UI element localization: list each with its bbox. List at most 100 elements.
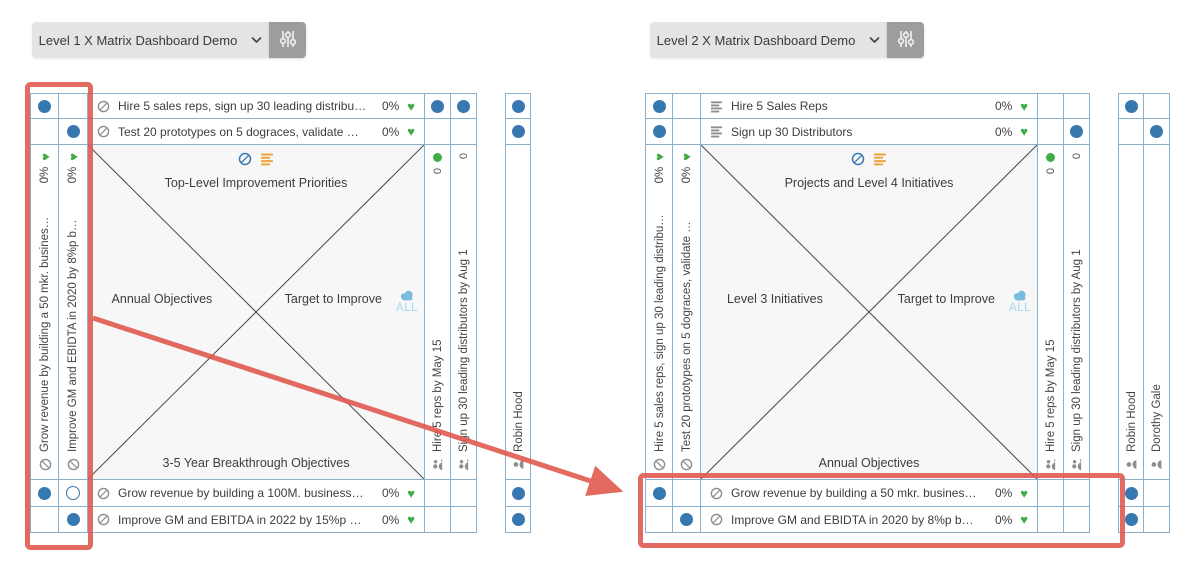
relation-cell[interactable]: [59, 480, 88, 507]
heart-icon: ♥: [1020, 512, 1028, 527]
objective-text: Test 20 prototypes on 5 dograces, valida…: [118, 124, 359, 139]
relation-cell[interactable]: [425, 507, 451, 533]
relation-cell[interactable]: [59, 93, 88, 119]
circle-slash-icon: [710, 513, 723, 526]
relation-cell[interactable]: [505, 119, 531, 145]
relation-cell[interactable]: [1118, 93, 1144, 119]
relation-cell[interactable]: [1038, 507, 1064, 533]
all-filter-label: ALL: [396, 301, 418, 314]
relation-cell[interactable]: [1064, 507, 1090, 533]
relation-cell[interactable]: [425, 93, 451, 119]
top-objective-row[interactable]: Hire 5 sales reps, sign up 30 leading di…: [88, 93, 425, 119]
relation-cell[interactable]: [1144, 480, 1170, 507]
chevron-down-icon: [869, 36, 880, 44]
relation-cell[interactable]: [1118, 119, 1144, 145]
level1-dashboard-dropdown[interactable]: Level 1 X Matrix Dashboard Demo: [32, 22, 269, 58]
relation-cell[interactable]: [425, 119, 451, 145]
center-icons[interactable]: [88, 152, 424, 166]
relation-cell[interactable]: [1118, 507, 1144, 533]
all-filter[interactable]: ALL: [396, 289, 418, 314]
relation-dot: [1150, 125, 1163, 138]
relation-cell[interactable]: [451, 119, 477, 145]
relation-cell[interactable]: [645, 93, 673, 119]
owner-column[interactable]: Robin Hood: [505, 145, 531, 480]
left-objective-column[interactable]: Test 20 prototypes on 5 dograces, valida…: [673, 145, 701, 480]
heart-icon: ♥: [679, 153, 694, 161]
heart-icon: ♥: [407, 485, 415, 501]
relation-dot: [1124, 513, 1138, 526]
relation-cell[interactable]: [673, 507, 701, 533]
objective-text: Grow revenue by building a 50 mkr. busin…: [731, 486, 977, 500]
target-text: Sign up 30 leading distributors by Aug 1: [1070, 249, 1083, 452]
all-filter[interactable]: ALL: [1009, 289, 1031, 314]
top-objective-row[interactable]: Test 20 prototypes on 5 dograces, valida…: [88, 119, 425, 145]
relation-cell[interactable]: [1144, 93, 1170, 119]
relation-cell[interactable]: [451, 93, 477, 119]
relation-cell[interactable]: [505, 507, 531, 533]
relation-cell[interactable]: [1064, 93, 1090, 119]
level2-dashboard-dropdown[interactable]: Level 2 X Matrix Dashboard Demo: [650, 22, 887, 58]
progress-percent: 0%: [994, 124, 1013, 139]
relation-cell[interactable]: [1038, 480, 1064, 507]
left-objective-column[interactable]: Hire 5 sales reps, sign up 30 leading di…: [645, 145, 673, 480]
relation-cell[interactable]: [1038, 119, 1064, 145]
relation-cell[interactable]: [59, 119, 88, 145]
relation-cell[interactable]: [1144, 507, 1170, 533]
relation-cell[interactable]: [451, 480, 477, 507]
relation-dot: [511, 125, 525, 138]
left-objective-column[interactable]: Improve GM and EBIDTA in 2020 by 8%p b…0…: [59, 145, 88, 480]
relation-cell[interactable]: [673, 93, 701, 119]
objective-text: Improve GM and EBITDA in 2022 by 15%p …: [118, 512, 362, 527]
owner-column[interactable]: Robin Hood: [1118, 145, 1144, 480]
list-icon: [873, 152, 887, 166]
quadrant-label-left: Annual Objectives: [111, 292, 213, 307]
relation-cell[interactable]: [645, 480, 673, 507]
relation-cell[interactable]: [645, 119, 673, 145]
target-text: Hire 5 reps by May 15: [431, 339, 444, 453]
chevron-down-icon: [251, 36, 262, 44]
relation-cell[interactable]: [30, 119, 59, 145]
relation-cell[interactable]: [30, 507, 59, 533]
vertical-objective-text: Test 20 prototypes on 5 dograces, valida…: [680, 221, 693, 452]
relation-cell[interactable]: [1038, 93, 1064, 119]
target-column[interactable]: Sign up 30 leading distributors by Aug 1…: [451, 145, 477, 480]
bottom-objective-row[interactable]: Improve GM and EBITDA in 2022 by 15%p …0…: [88, 507, 425, 533]
target-text: Sign up 30 leading distributors by Aug 1: [457, 249, 470, 452]
x-diagonal-lines: [701, 145, 1037, 479]
relation-cell[interactable]: [1118, 480, 1144, 507]
owner-column[interactable]: Dorothy Gale: [1144, 145, 1170, 480]
heart-icon: ♥: [65, 153, 81, 161]
relation-cell[interactable]: [59, 507, 88, 533]
relation-cell[interactable]: [673, 119, 701, 145]
bottom-objective-row[interactable]: Improve GM and EBIDTA in 2020 by 8%p b…0…: [701, 507, 1038, 533]
target-column[interactable]: Sign up 30 leading distributors by Aug 1…: [1064, 145, 1090, 480]
left-objective-column[interactable]: Grow revenue by building a 50 mkr. busin…: [30, 145, 59, 480]
progress-percent: 0%: [381, 124, 400, 139]
relation-cell[interactable]: [30, 480, 59, 507]
relation-cell[interactable]: [451, 507, 477, 533]
cloud-icon: [399, 289, 415, 301]
relation-cell[interactable]: [425, 480, 451, 507]
relation-cell[interactable]: [1064, 119, 1090, 145]
relation-cell[interactable]: [1064, 480, 1090, 507]
circle-slash-icon: [710, 487, 723, 500]
relation-cell[interactable]: [30, 93, 59, 119]
bottom-objective-row[interactable]: Grow revenue by building a 50 mkr. busin…: [701, 480, 1038, 507]
center-icons[interactable]: [701, 152, 1037, 166]
relation-cell[interactable]: [505, 480, 531, 507]
bottom-objective-row[interactable]: Grow revenue by building a 100M. busines…: [88, 480, 425, 507]
circle-slash-icon: [680, 458, 693, 471]
relation-cell[interactable]: [673, 480, 701, 507]
relation-cell[interactable]: [645, 507, 673, 533]
circle-slash-icon: [653, 458, 666, 471]
matrix-settings-button[interactable]: [269, 22, 306, 58]
all-filter-label: ALL: [1009, 301, 1031, 314]
matrix-settings-button[interactable]: [887, 22, 924, 58]
relation-cell[interactable]: [505, 93, 531, 119]
relation-cell[interactable]: [1144, 119, 1170, 145]
